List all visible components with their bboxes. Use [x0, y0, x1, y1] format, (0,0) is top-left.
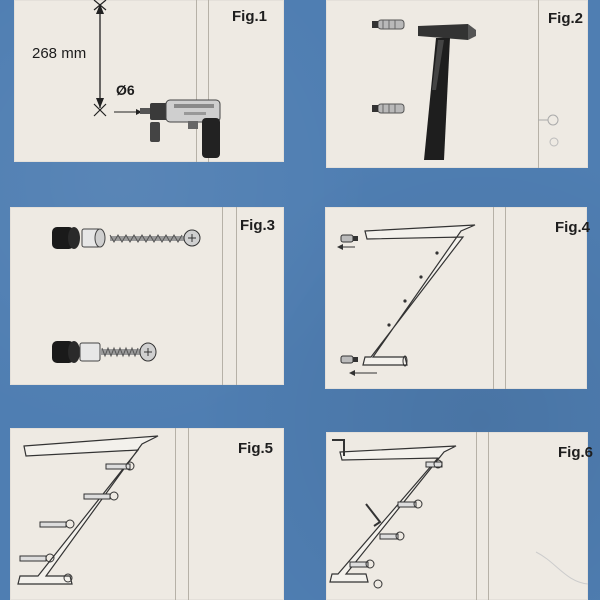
panel-divider	[196, 0, 197, 162]
distance-label: 268 mm	[32, 45, 87, 62]
fig2-drawing	[372, 19, 559, 160]
fig3-drawing	[52, 227, 201, 363]
panel-divider	[476, 432, 477, 600]
hammer-icon	[418, 24, 476, 160]
panel-fig6: Fig.6	[326, 432, 593, 600]
fig4-label: Fig.4	[555, 219, 591, 236]
panel-fig3: Fig.3	[10, 207, 284, 385]
hook-icon	[19, 461, 135, 583]
fig6-label: Fig.6	[558, 444, 594, 461]
panel-fig2: Fig.2	[326, 0, 588, 168]
drill-bit-label: Ø6	[116, 82, 135, 98]
z-rack-icon	[17, 435, 159, 585]
cap-icon	[52, 341, 101, 363]
fig4-drawing	[337, 224, 476, 376]
z-rack-icon	[329, 445, 457, 583]
fig6-drawing	[329, 439, 589, 589]
panel-divider	[222, 207, 223, 385]
fig5-label: Fig.5	[238, 440, 274, 457]
wall-plug-icon	[372, 19, 405, 30]
panel-divider	[236, 207, 237, 385]
fig1-drawing	[93, 0, 221, 158]
panel-divider	[505, 207, 506, 389]
panel-divider	[175, 428, 176, 600]
cap-icon	[52, 227, 106, 249]
fig3-label: Fig.3	[240, 217, 276, 234]
drill-icon	[140, 99, 221, 158]
panel-divider	[538, 0, 539, 168]
fig1-label: Fig.1	[232, 8, 268, 25]
panel-divider	[493, 207, 494, 389]
wall-plug-icon	[340, 355, 358, 364]
allen-key-icon	[332, 439, 382, 527]
z-rack-icon	[362, 224, 476, 367]
panel-fig5: Fig.5	[10, 428, 284, 600]
wall-plug-icon	[372, 103, 405, 114]
screw-icon	[100, 342, 157, 362]
panel-divider	[208, 0, 209, 162]
fig5-drawing	[17, 435, 159, 585]
screw-icon	[109, 229, 201, 247]
panel-fig4: Fig.4	[325, 207, 591, 389]
hook-icon	[349, 459, 443, 589]
wall-plug-icon	[340, 234, 358, 243]
panel-fig1: Fig.1 268 mm Ø6	[14, 0, 284, 162]
panel-divider	[488, 432, 489, 600]
fig2-label: Fig.2	[548, 10, 584, 27]
panel-divider	[188, 428, 189, 600]
